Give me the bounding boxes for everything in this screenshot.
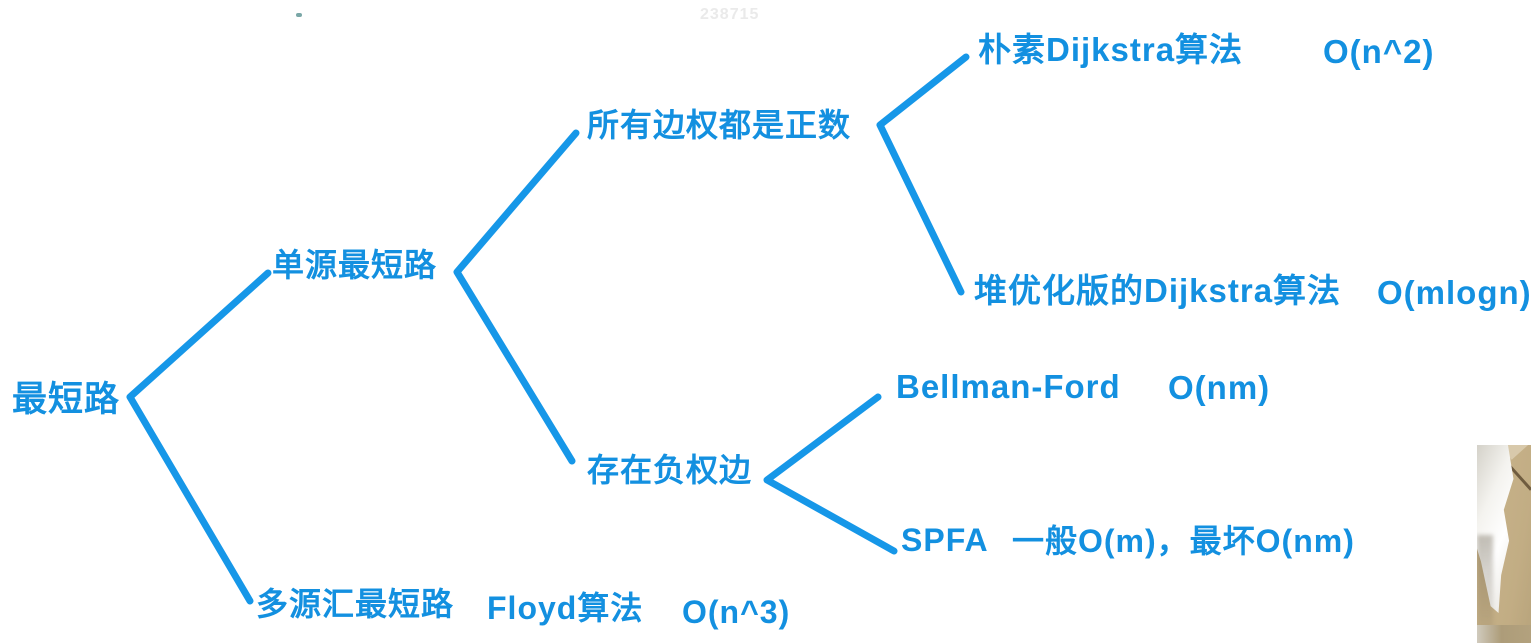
node-naive-dijkstra: 朴素Dijkstra算法 — [978, 31, 1244, 68]
node-single-source: 单源最短路 — [272, 247, 438, 283]
node-negative-weights: 存在负权边 — [587, 452, 753, 488]
webcam-overlay — [1477, 445, 1531, 643]
node-bellman-ford: Bellman-Ford — [896, 368, 1121, 405]
edge-negative-weights-branches — [763, 393, 898, 555]
node-spfa-complexity: 一般O(m)，最坏O(nm) — [1012, 523, 1355, 559]
node-heap-dijkstra-complexity: O(mlogn) — [1377, 274, 1531, 311]
watermark-text: 238715 — [700, 6, 760, 23]
node-floyd-algorithm: Floyd算法 — [487, 590, 644, 626]
webcam-bottom-shadow — [1477, 625, 1531, 643]
node-root: 最短路 — [12, 380, 121, 419]
node-positive-weights: 所有边权都是正数 — [587, 107, 852, 143]
node-floyd-complexity: O(n^3) — [682, 594, 791, 630]
node-multi-source: 多源汇最短路 — [256, 586, 455, 622]
node-spfa: SPFA — [901, 522, 989, 558]
edge-root-branches — [126, 269, 272, 605]
node-bellman-ford-complexity: O(nm) — [1168, 369, 1271, 406]
node-naive-dijkstra-complexity: O(n^2) — [1323, 33, 1435, 70]
stray-pen-mark — [296, 13, 302, 17]
webcam-cloth-shadow — [1477, 535, 1493, 643]
edge-single-source-branches — [453, 129, 580, 465]
node-heap-dijkstra: 堆优化版的Dijkstra算法 — [974, 272, 1342, 309]
edge-positive-weights-branches — [876, 53, 970, 296]
